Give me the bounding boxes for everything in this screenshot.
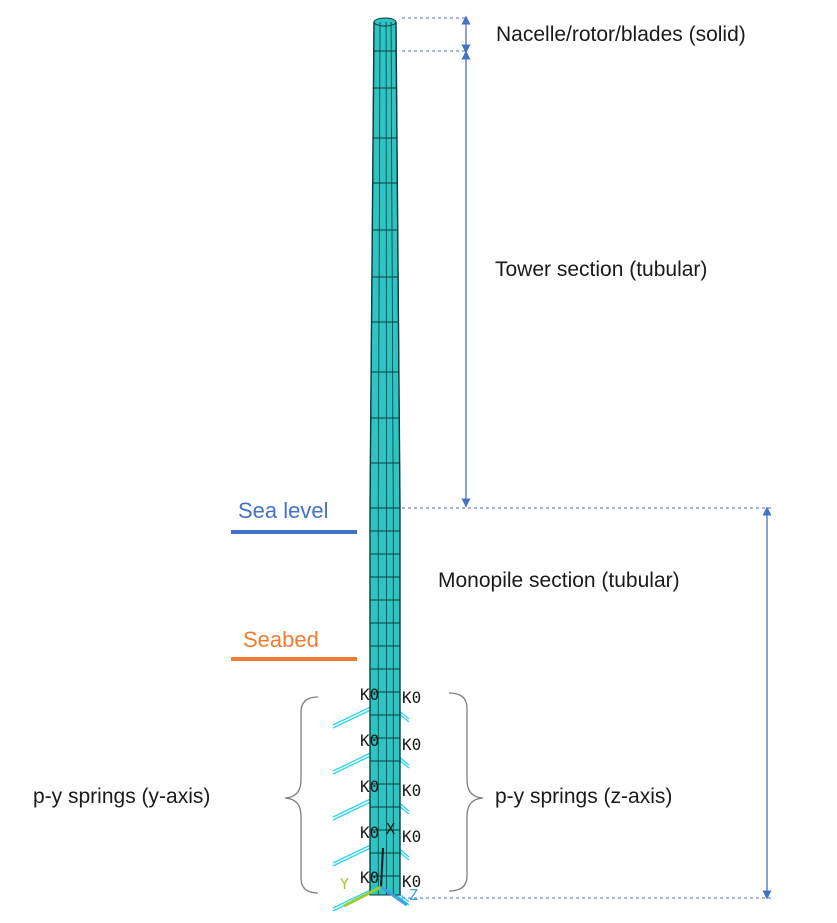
dimension-lines xyxy=(402,15,773,900)
spring-tag-right: K0 xyxy=(402,781,422,800)
x-axis-label: X xyxy=(386,820,396,838)
spring-tag-right: K0 xyxy=(402,827,422,846)
spring-tag-left: K0 xyxy=(360,685,380,704)
mesh-vertical-line xyxy=(390,21,394,509)
y-axis-line xyxy=(343,885,382,908)
x-axis-line xyxy=(380,847,384,888)
top-cap xyxy=(373,17,397,27)
spring-tag-right: K0 xyxy=(402,688,422,707)
spring-tag-right: K0 xyxy=(402,735,422,754)
y-springs-brace xyxy=(284,696,319,894)
mesh-vertical-line xyxy=(377,21,381,509)
structure-body xyxy=(369,21,401,896)
monopile-tower-structure xyxy=(369,17,401,896)
spring-tag-right: K0 xyxy=(402,872,422,891)
monopile-label: Monopile section (tubular) xyxy=(438,569,680,592)
springs-z-label: p-y springs (z-axis) xyxy=(495,785,673,808)
spring-tag-left: K0 xyxy=(360,777,380,796)
structure-edge xyxy=(369,21,375,509)
spring-tag-left: K0 xyxy=(360,731,380,750)
coordinate-axes xyxy=(343,847,408,908)
springs-y-label: p-y springs (y-axis) xyxy=(33,785,211,808)
z-springs-brace xyxy=(448,692,484,892)
nacelle-label: Nacelle/rotor/blades (solid) xyxy=(496,23,746,46)
seabed-label: Seabed xyxy=(243,627,319,652)
y-axis-label: Y xyxy=(340,875,350,893)
structure-mesh-lines xyxy=(369,21,401,895)
z-axis-label: Z xyxy=(409,886,419,904)
sea-level-label: Sea level xyxy=(238,498,329,523)
z-axis-line xyxy=(380,885,408,907)
spring-tag-left: K0 xyxy=(360,868,380,887)
spring-tag-left: K0 xyxy=(360,823,380,842)
tower-label: Tower section (tubular) xyxy=(495,258,708,281)
structure-edge xyxy=(395,21,401,509)
